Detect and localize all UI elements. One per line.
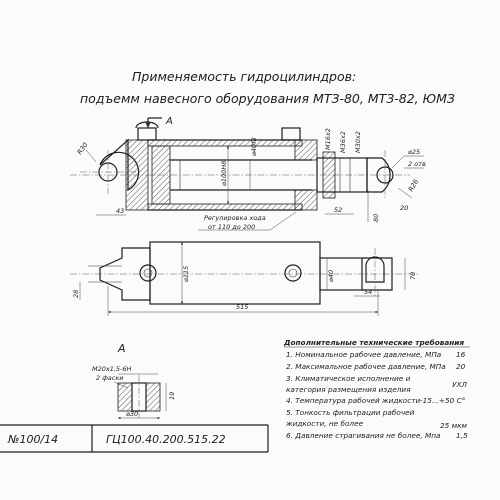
barrel-wall-top <box>147 139 303 147</box>
dim-m20: M20x1,5-6H <box>92 365 132 373</box>
req-1-text: 1. Номинальное рабочее давление, МПа <box>286 350 441 359</box>
dim-54: 54 <box>364 288 372 296</box>
gland-bottom <box>294 189 318 211</box>
port-b-fitting <box>281 127 301 141</box>
part-code: ГЦ100.40.200.515.22 <box>106 433 226 446</box>
barrel-external <box>149 241 321 305</box>
dim-d30: ⌀30 <box>126 410 138 418</box>
gland-top <box>294 139 318 161</box>
req-2-text: 2. Максимальное рабочее давление, МПа <box>286 362 446 371</box>
dim-52: 52 <box>334 206 342 214</box>
dim-m30x2: М30х2 <box>354 131 362 153</box>
dim-r26: R26 <box>407 178 420 193</box>
dim-80: 80 <box>372 214 380 222</box>
req-5-text: 5. Тонкость фильтрации рабочей <box>286 408 415 417</box>
dim-d25: ⌀25 <box>408 148 420 156</box>
dim-r30: R30 <box>76 141 90 156</box>
stroke-range: от 110 до 200 <box>208 223 255 231</box>
req-5-value: 25 мкм <box>440 421 468 430</box>
title-line-2: подъемм навесного оборудования МТЗ-80, М… <box>80 91 455 106</box>
dim-20: 20 <box>400 204 408 212</box>
requirements-heading: Дополнительные технические требования <box>283 338 464 347</box>
section-a-view: A M20x1,5-6H 2 фаски ⌀30 19 <box>92 342 176 420</box>
req-2-value: 20 <box>456 362 466 371</box>
req-6-value: 1,5 <box>456 431 468 440</box>
req-1-value: 16 <box>456 350 466 359</box>
dim-515: 515 <box>236 303 248 311</box>
dim-m16x2: М16х2 <box>324 128 332 150</box>
port-a-fitting <box>137 127 157 141</box>
dim-two-holes: 2 отв <box>408 160 426 168</box>
dim-d115: ⌀115 <box>182 266 190 282</box>
dim-19: 19 <box>168 392 176 400</box>
port-a-boss <box>139 264 157 282</box>
rod-external <box>319 257 363 291</box>
dim-faces: 2 фаски <box>96 374 123 382</box>
dim-70: 70 <box>409 272 417 280</box>
right-rod-eye <box>366 157 391 193</box>
req-4-value: -15...+50 С° <box>420 396 465 405</box>
title-line-1: Применяемость гидроцилиндров: <box>132 69 356 84</box>
req-4-text: 4. Температура рабочей жидкости <box>286 396 421 405</box>
dim-43: 43 <box>116 207 124 215</box>
port-b-boss <box>284 264 302 282</box>
dim-d100h8: ⌀100Н8 <box>220 161 228 186</box>
req-3b-text: категория размещения изделия <box>286 385 411 394</box>
threaded-port-bore <box>131 382 147 412</box>
rod-eye-external <box>362 257 393 291</box>
dim-m36x2: М36х2 <box>339 131 347 153</box>
external-view: ⌀115 ⌀40 70 28 54 515 <box>70 241 420 316</box>
section-a-label: A <box>117 342 126 355</box>
req-3-text: 3. Климатическое исполнение и <box>286 374 411 383</box>
sheet-number: №100/14 <box>7 433 58 446</box>
view-a-marker: A <box>165 116 173 127</box>
dim-d40: ⌀40 <box>327 270 335 282</box>
dim-28: 28 <box>72 290 80 298</box>
stroke-label: Регулировка хода <box>204 214 266 222</box>
sectional-view: A R30 ⌀100Н8 ⌀40f8 М16х2 М36х2 М30х2 ⌀25… <box>70 116 426 231</box>
barrel-wall-bottom <box>147 203 303 211</box>
dim-d40f8: ⌀40f8 <box>250 137 258 156</box>
req-3-value: УХЛ <box>452 380 467 389</box>
req-6-text: 6. Давление страгивания не более, Мпа <box>286 431 441 440</box>
technical-requirements: Дополнительные технические требования 1.… <box>283 338 470 440</box>
adjusting-nut <box>322 151 336 199</box>
title-block: №100/14 ГЦ100.40.200.515.22 <box>0 424 269 453</box>
req-5b-text: жидкости, не более <box>285 419 364 428</box>
